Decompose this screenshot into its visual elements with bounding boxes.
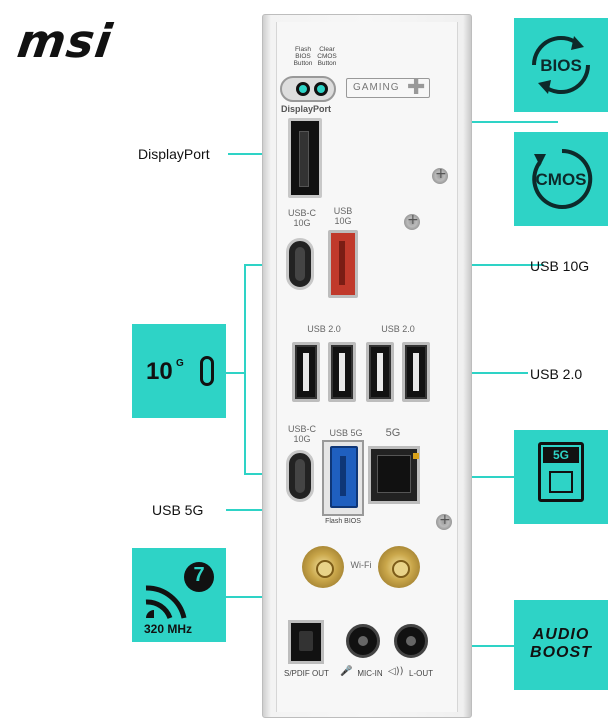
- usbc-outline-icon: [200, 356, 214, 386]
- mic-in-label: MIC-IN: [357, 669, 383, 678]
- gamepad-icon: ✚: [407, 75, 426, 100]
- badge-10g-text: 10: [146, 358, 173, 385]
- usbc-10g-bottom-label: USB-C 10G: [287, 424, 316, 444]
- lan-5g-label: 5G: [543, 447, 579, 463]
- screw-top: [432, 166, 448, 184]
- clear-cmos-button[interactable]: [314, 82, 328, 96]
- clear-cmos-button-label: Clear CMOS Button: [317, 46, 337, 67]
- usb20-port-3[interactable]: [366, 342, 394, 402]
- badge-10g-sup: G: [176, 358, 184, 369]
- badge-bios: BIOS: [514, 18, 608, 112]
- label-usb-5g: USB 5G: [152, 502, 204, 518]
- cmos-reset-icon: [532, 148, 593, 209]
- lan-port-icon: 5G: [538, 442, 584, 502]
- connector-line-10g-box: [226, 372, 246, 374]
- l-out-label: L-OUT: [409, 669, 433, 678]
- usb20-port-2[interactable]: [328, 342, 356, 402]
- badge-bios-text: BIOS: [540, 56, 582, 75]
- mic-in-jack[interactable]: [346, 624, 380, 658]
- label-usb-10g: USB 10G: [530, 258, 590, 274]
- badge-wifi7: 7 320 MHz: [132, 548, 226, 642]
- bios-refresh-icon: [532, 36, 590, 94]
- lan-5g-port-label: 5G: [385, 427, 401, 439]
- wifi-antenna-connector-right[interactable]: [378, 546, 420, 588]
- label-displayport: DisplayPort: [138, 146, 210, 162]
- wifi-label: Wi-Fi: [350, 560, 372, 570]
- badge-cmos: CMOS: [514, 132, 608, 226]
- badge-10g: 10 G: [132, 324, 226, 418]
- screw-mid: [404, 212, 420, 230]
- wifi7-number: 7: [193, 564, 205, 586]
- mic-icon: 🎤: [340, 666, 353, 677]
- screw-lower: [436, 512, 452, 530]
- usb20-port-1[interactable]: [292, 342, 320, 402]
- usb20-left-label: USB 2.0: [307, 324, 341, 334]
- line-out-jack[interactable]: [394, 624, 428, 658]
- badge-audio-boost: AUDIO BOOST: [514, 600, 608, 690]
- wifi7-circle: [184, 562, 214, 592]
- flash-bios-port-label: Flash BIOS: [325, 518, 361, 525]
- displayport-port[interactable]: [288, 118, 322, 198]
- spdif-out-port[interactable]: [288, 620, 324, 664]
- badge-cmos-text: CMOS: [535, 170, 587, 189]
- spdif-out-label: S/PDIF OUT: [284, 669, 329, 678]
- speaker-icon: ◁)): [388, 666, 404, 677]
- usb-5g-port[interactable]: [330, 446, 358, 508]
- usbc-10g-port-bottom[interactable]: [286, 450, 314, 502]
- label-usb-2-0: USB 2.0: [530, 366, 583, 382]
- wifi-antenna-connector-left[interactable]: [302, 546, 344, 588]
- audio-boost-line1: AUDIO: [532, 626, 590, 643]
- connector-line-vertical-left: [244, 264, 246, 474]
- flash-bios-button-label: Flash BIOS Button: [293, 46, 313, 67]
- flash-bios-button[interactable]: [296, 82, 310, 96]
- usb-10g-port-label: USB 10G: [333, 206, 353, 226]
- audio-boost-line2: BOOST: [530, 644, 592, 661]
- gaming-badge: GAMING ✚: [346, 75, 430, 100]
- usb-10g-port[interactable]: [328, 230, 358, 298]
- lan-5g-port[interactable]: [368, 446, 420, 504]
- wifi-band-label: 320 MHz: [144, 622, 193, 636]
- usbc-10g-port-top[interactable]: [286, 238, 314, 290]
- gaming-text: GAMING: [353, 82, 400, 93]
- wifi-icon: [145, 585, 187, 619]
- badge-5g-lan: 5G: [514, 430, 608, 524]
- usbc-10g-top-label: USB-C 10G: [287, 208, 316, 228]
- msi-logo: msi: [14, 14, 116, 68]
- usb20-right-label: USB 2.0: [381, 324, 415, 334]
- usb-5g-port-label: USB 5G: [329, 428, 363, 438]
- usb20-port-4[interactable]: [402, 342, 430, 402]
- displayport-port-label: DisplayPort: [280, 104, 331, 114]
